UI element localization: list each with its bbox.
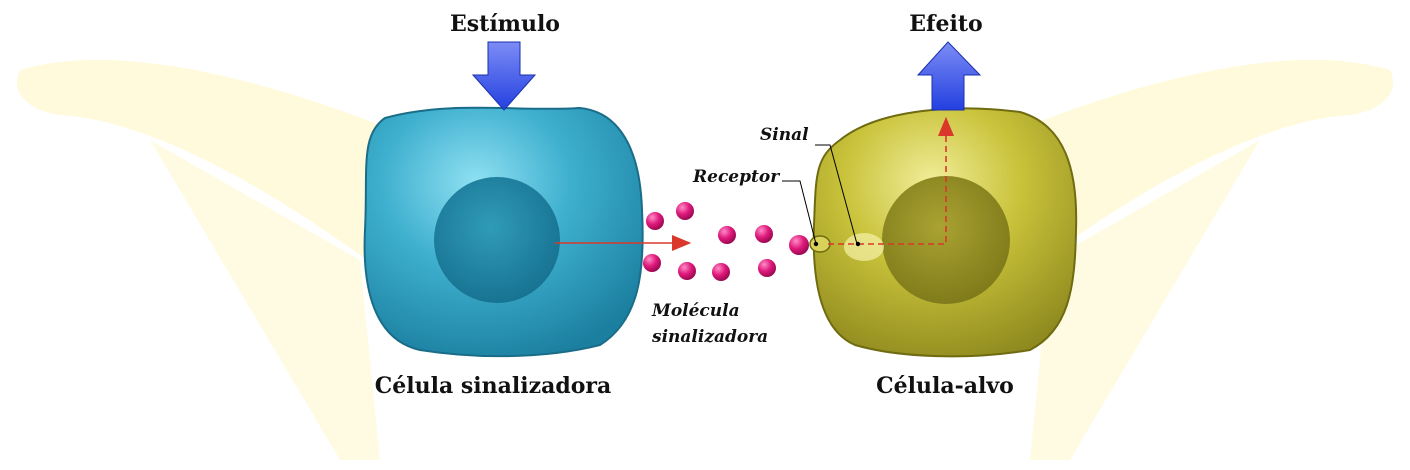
receptor-highlight [844, 233, 884, 261]
stimulus-arrow [473, 42, 535, 110]
stimulus-label: Estímulo [450, 11, 560, 37]
effect-arrow [918, 42, 980, 110]
signaling-cell [365, 108, 643, 356]
molecule [646, 212, 664, 230]
molecule [718, 226, 736, 244]
signaling-cell-label: Célula sinalizadora [375, 373, 612, 399]
molecule-label-line2: sinalizadora [651, 327, 768, 347]
molecule [643, 254, 661, 272]
receptor-shape [810, 236, 830, 252]
target-cell [810, 108, 1076, 356]
signaling-cell-nucleus [434, 177, 560, 303]
receptor-label: Receptor [692, 167, 780, 187]
watermark-background [17, 60, 1393, 460]
bound-molecule [789, 235, 809, 255]
molecule [676, 202, 694, 220]
molecule [678, 262, 696, 280]
molecule [758, 259, 776, 277]
molecule-label-line1: Molécula [651, 301, 740, 321]
signaling-molecules [643, 202, 809, 281]
target-cell-label: Célula-alvo [876, 373, 1014, 399]
receptor-leader-line [782, 181, 816, 244]
signal-label: Sinal [760, 125, 809, 145]
molecule [712, 263, 730, 281]
effect-label: Efeito [909, 11, 982, 37]
molecule [755, 225, 773, 243]
